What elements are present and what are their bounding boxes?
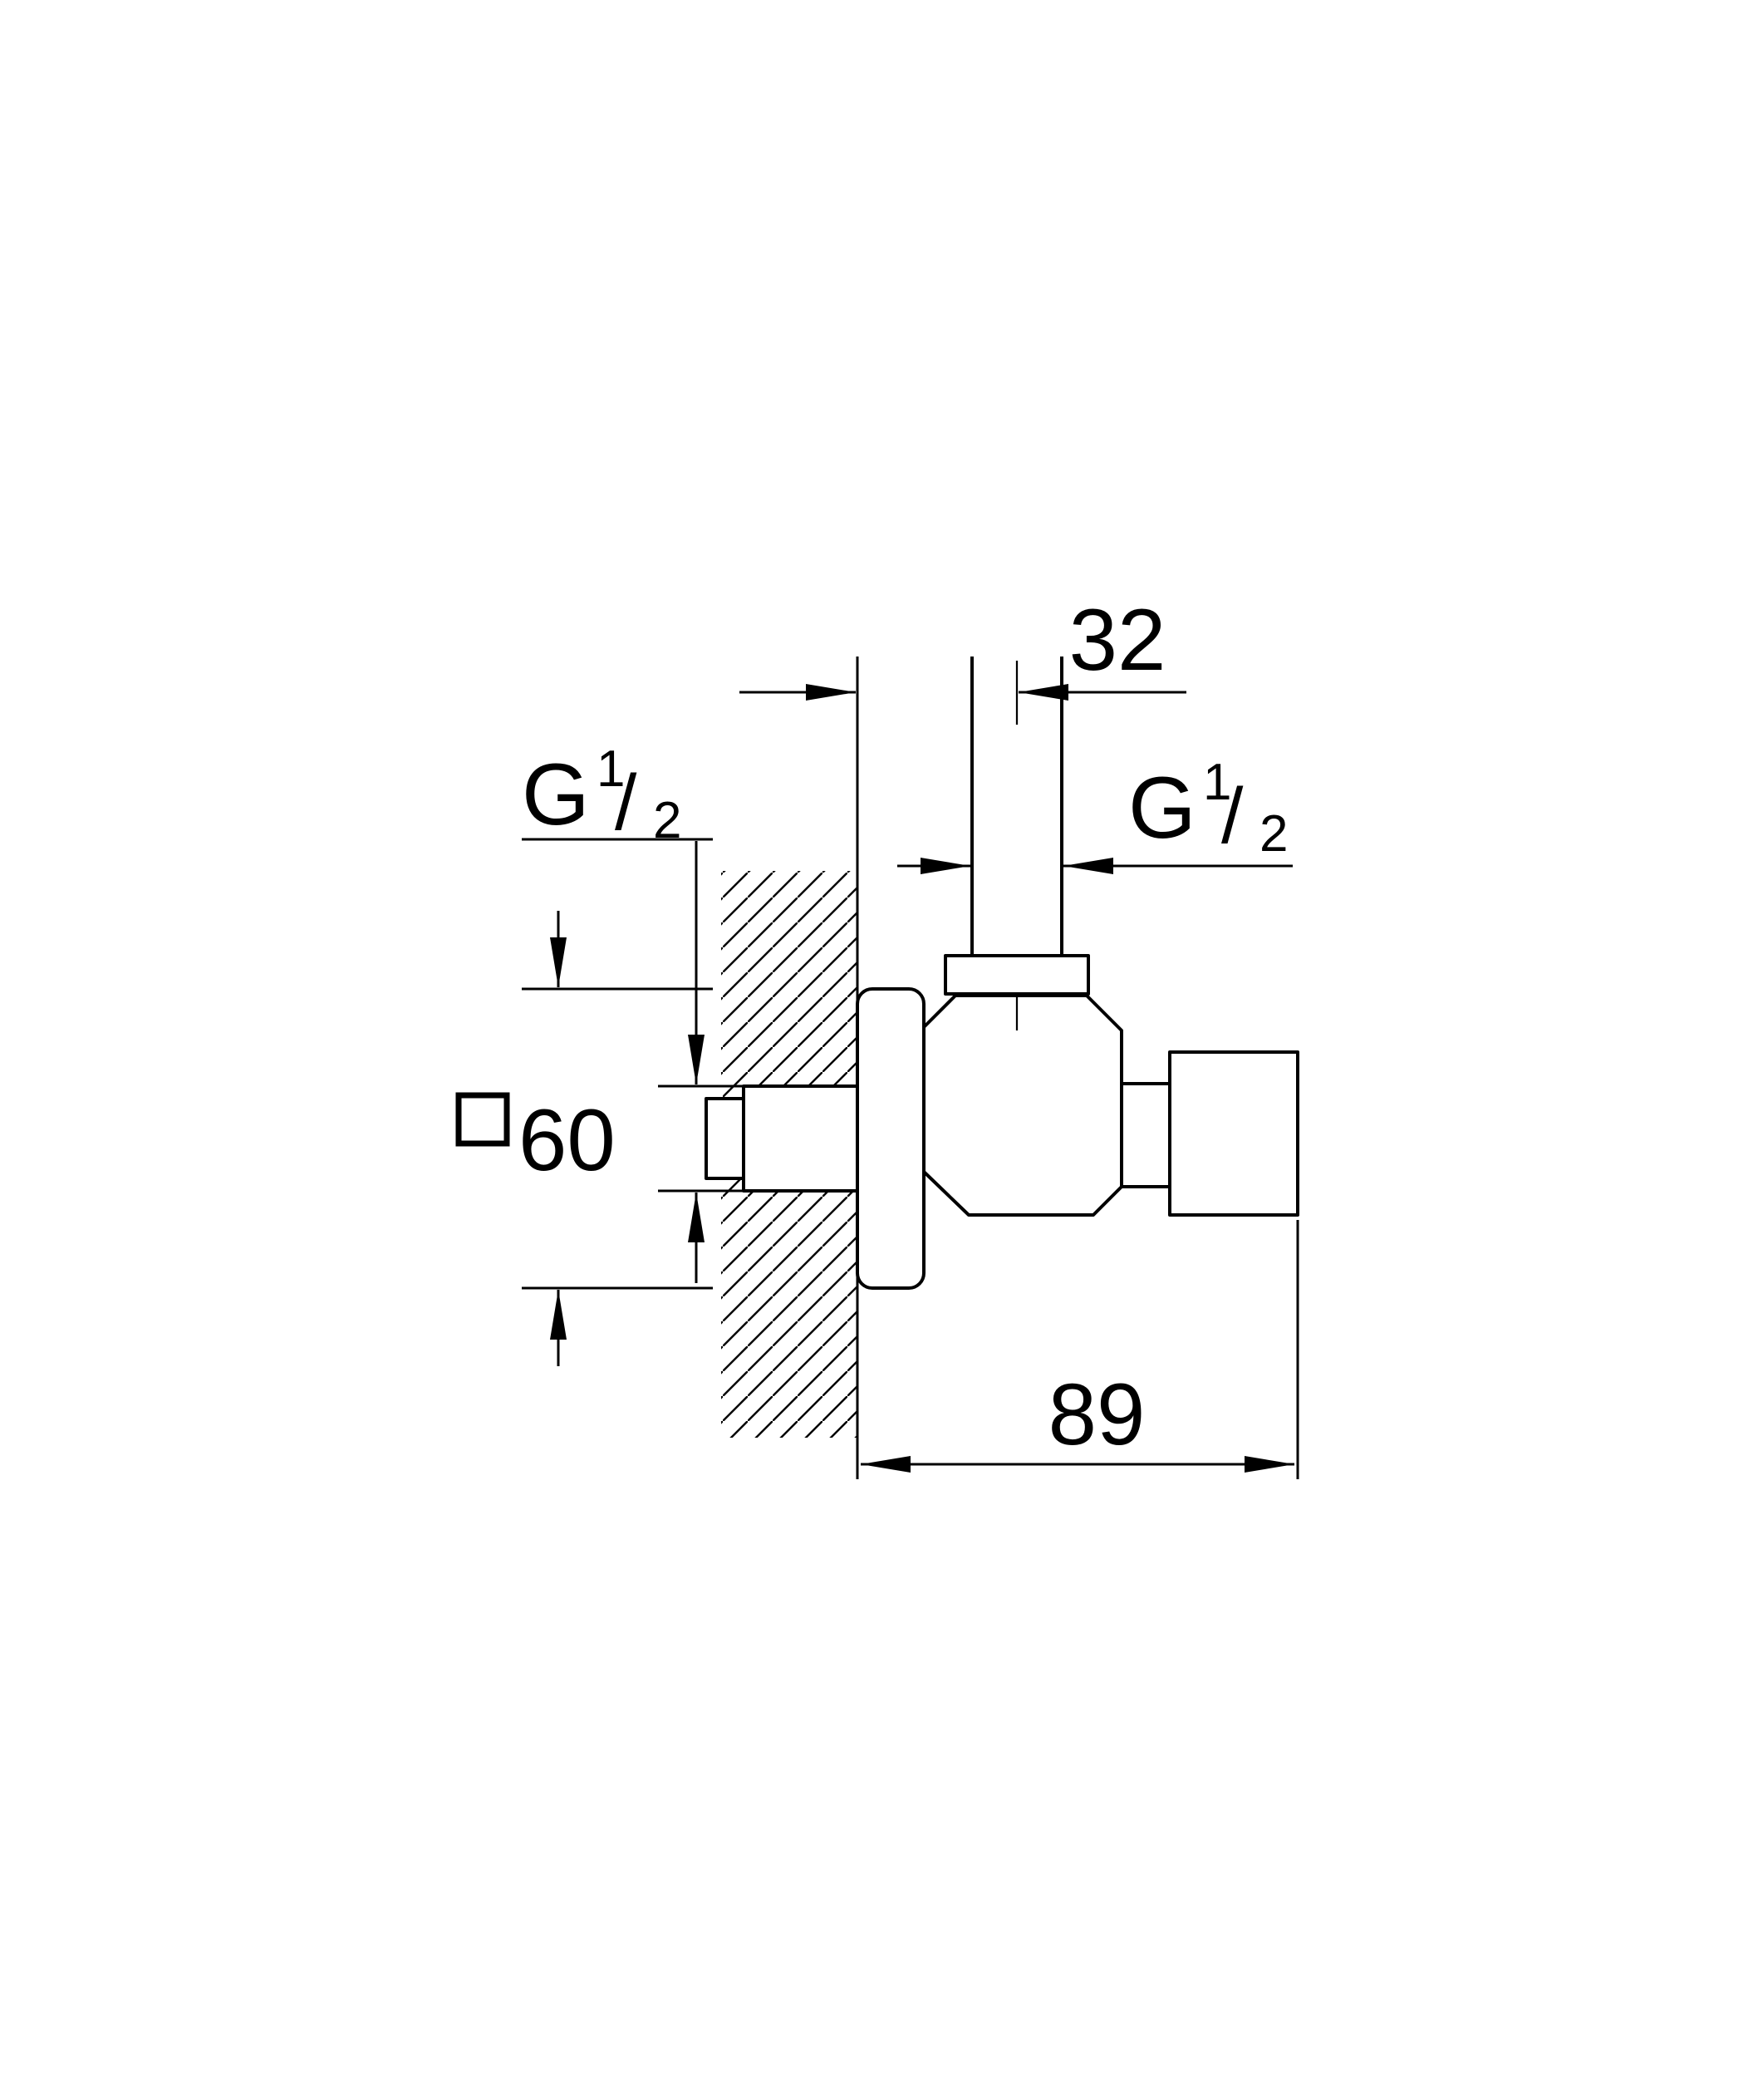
dimension-g12-outlet: G 1 / 2 — [897, 754, 1293, 874]
handle-neck — [1120, 1082, 1171, 1188]
dim-60-label: 60 — [518, 1092, 616, 1189]
thread-label-right-denominator: 2 — [1259, 805, 1288, 863]
valve-body — [922, 994, 1123, 1217]
valve-handle — [1168, 1050, 1299, 1217]
thread-label-right: G 1 / 2 — [1128, 754, 1288, 863]
dimension-89: 89 — [861, 1220, 1299, 1479]
wall-thread-end-cap — [705, 1097, 745, 1180]
dimension-32: 32 — [739, 592, 1186, 701]
thread-label-left-denominator: 2 — [653, 792, 681, 849]
dimension-60: 60 — [455, 911, 713, 1366]
thread-label-left-numerator: 1 — [597, 740, 625, 798]
dimension-g12-wall: G 1 / 2 — [522, 740, 745, 1283]
dim-89-label: 89 — [1048, 1366, 1146, 1463]
thread-label-right-g: G — [1128, 760, 1196, 857]
escutcheon-plate — [856, 987, 926, 1290]
thread-label-left-slash: / — [615, 759, 637, 847]
wall-thread-stub — [742, 1084, 859, 1193]
angle-valve — [705, 657, 1299, 1290]
square-symbol-icon — [455, 1092, 510, 1147]
thread-label-right-slash: / — [1221, 772, 1244, 860]
thread-label-left-g: G — [522, 746, 590, 843]
thread-label-right-numerator: 1 — [1203, 754, 1231, 811]
outlet-nut — [944, 954, 1090, 996]
dim-32-label: 32 — [1069, 592, 1166, 689]
thread-label-left: G 1 / 2 — [522, 740, 681, 849]
